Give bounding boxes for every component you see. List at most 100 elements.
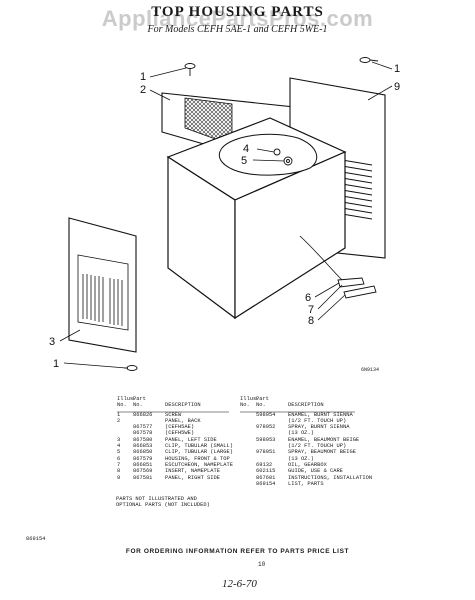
table-row: (13 OZ.): [240, 430, 408, 436]
front-top-housing: [166, 117, 347, 320]
cell-description: PANEL, LEFT SIDE: [165, 436, 217, 443]
table-header: No. No. DESCRIPTION: [117, 402, 285, 408]
callout-6: 6: [305, 292, 311, 304]
cell-part-no: 866851: [133, 461, 153, 468]
header-no: No.: [240, 402, 250, 409]
cell-description: (1/2 FT. TOUCH UP): [288, 417, 347, 424]
cell-description: INSERT, NAMEPLATE: [165, 468, 220, 475]
table-row: 867578(CEFH5WE): [117, 430, 285, 436]
table-row: 6 867579 HOUSING, FRONT & TOP: [117, 456, 285, 462]
header-illus: Illus.: [240, 396, 260, 402]
cell-description: GUIDE, USE & CARE: [288, 468, 343, 475]
cell-illus-no: 2: [117, 417, 121, 424]
cell-illus-no: 9: [117, 474, 121, 481]
note-line: PARTS NOT ILLUSTRATED AND: [116, 496, 197, 502]
parts-table-left: Illus. Part No. No. DESCRIPTION 1 866826 S…: [117, 396, 285, 481]
table-row: 7 866851 ESCUTCHEON, NAMEPLATE: [117, 462, 285, 468]
cell-part-no: 867581: [133, 474, 153, 481]
header-part: Part: [133, 396, 146, 402]
cell-part-no: 598953: [256, 436, 276, 443]
cell-part-no: 867580: [133, 436, 153, 443]
note-line: OPTIONAL PARTS (NOT INCLUDED): [116, 502, 210, 509]
cell-illus-no: 5: [117, 449, 121, 456]
cell-illus-no: 8: [117, 468, 121, 475]
cell-description: OIL, GEARBOX: [288, 461, 327, 468]
notes: PARTS NOT ILLUSTRATED AND OPTIONAL PARTS…: [116, 496, 256, 509]
callout-9: 9: [394, 81, 400, 93]
header-illus: Illus.: [117, 396, 137, 402]
cell-description: SPRAY, BURNT SIENNA: [288, 424, 350, 431]
table-row: (1/2 FT. TOUCH UP): [240, 418, 408, 424]
cell-description: SCREW: [165, 411, 182, 418]
page-part-number: 869154: [26, 536, 46, 542]
cell-part-no: 866826: [133, 411, 153, 418]
table-row: 1 866826 SCREW: [117, 412, 285, 418]
callout-5: 5: [241, 155, 247, 167]
cell-illus-no: 3: [117, 436, 121, 443]
header-no: No.: [117, 402, 127, 409]
cell-illus-no: 1: [117, 411, 121, 418]
header-part: Part: [256, 396, 269, 402]
cell-illus-no: 4: [117, 443, 121, 450]
ordering-info: FOR ORDERING INFORMATION REFER TO PARTS …: [125, 548, 350, 555]
watermark: AppliancePartsPros.com: [101, 6, 374, 31]
cell-illus-no: [240, 481, 256, 487]
table-row: 3 867580 PANEL, LEFT SIDE: [117, 437, 285, 443]
cell-part-no: 978952: [256, 424, 276, 431]
table-row: (1/2 FT. TOUCH UP): [240, 443, 408, 449]
header-no: No.: [256, 402, 266, 409]
cell-description: INSTRUCTIONS, INSTALLATION: [288, 474, 373, 481]
screw-bottom-left: [124, 365, 138, 371]
cell-description: PANEL, BACK: [165, 417, 201, 424]
table-row: 869154 LIST, PARTS: [240, 481, 408, 487]
cell-description: (CEFH5WE): [165, 430, 195, 437]
cell-part-no: 602115: [256, 468, 276, 475]
header-description: DESCRIPTION: [165, 402, 201, 409]
header-description: DESCRIPTION: [288, 402, 324, 409]
diagram-code: 6N9134: [361, 367, 379, 373]
table-row: 867577 (CEFH5AE): [117, 424, 285, 430]
cell-description: ESCUTCHEON, NAMEPLATE: [165, 461, 233, 468]
cell-description: PANEL, RIGHT SIDE: [165, 474, 220, 481]
screw-top-left: [184, 63, 196, 76]
cell-illus-no: 7: [117, 461, 121, 468]
table-header: No. No. DESCRIPTION: [240, 402, 408, 408]
header-no: No.: [133, 402, 143, 409]
cell-description: ENAMEL, BEAUMONT BEIGE: [288, 436, 360, 443]
callout-7: 7: [308, 304, 314, 316]
cell-part-no: 867579: [133, 455, 153, 462]
cell-description: ENAMEL, BURNT SIENNA: [288, 411, 353, 418]
table-row: 598953 ENAMEL, BEAUMONT BEIGE: [240, 437, 408, 443]
cell-part-no: 867601: [256, 474, 276, 481]
cell-part-no: 867577: [133, 424, 153, 431]
cell-part-no: 866853: [133, 443, 153, 450]
table-row: 2 PANEL, BACK: [117, 418, 285, 424]
cell-part-no: 69132: [256, 461, 273, 468]
table-header: Illus. Part: [117, 396, 285, 402]
cell-description: (13 OZ.): [288, 430, 314, 437]
table-row: 9 867581 PANEL, RIGHT SIDE: [117, 475, 285, 481]
page-number: 10: [258, 561, 266, 568]
callout-1-top: 1: [140, 71, 146, 83]
table-row: 978952 SPRAY, BURNT SIENNA: [240, 424, 408, 430]
cell-part-no: 978951: [256, 449, 276, 456]
callout-2: 2: [140, 84, 146, 96]
cell-description: LIST, PARTS: [288, 480, 324, 487]
cell-illus-no: 6: [117, 455, 121, 462]
cell-part-no: 869154: [256, 480, 276, 487]
screw-top-right: [359, 57, 379, 63]
page-subtitle: For Models CEFH 5AE-1 and CEFH 5WE-1: [147, 24, 328, 35]
cell-description: (CEFH5AE): [165, 424, 195, 431]
cell-description: CLIP, TUBULAR (LARGE): [165, 449, 233, 456]
cell-description: HOUSING, FRONT & TOP: [165, 455, 230, 462]
callout-8: 8: [308, 315, 314, 327]
callout-1-right: 1: [394, 63, 400, 75]
callout-3: 3: [49, 336, 55, 348]
